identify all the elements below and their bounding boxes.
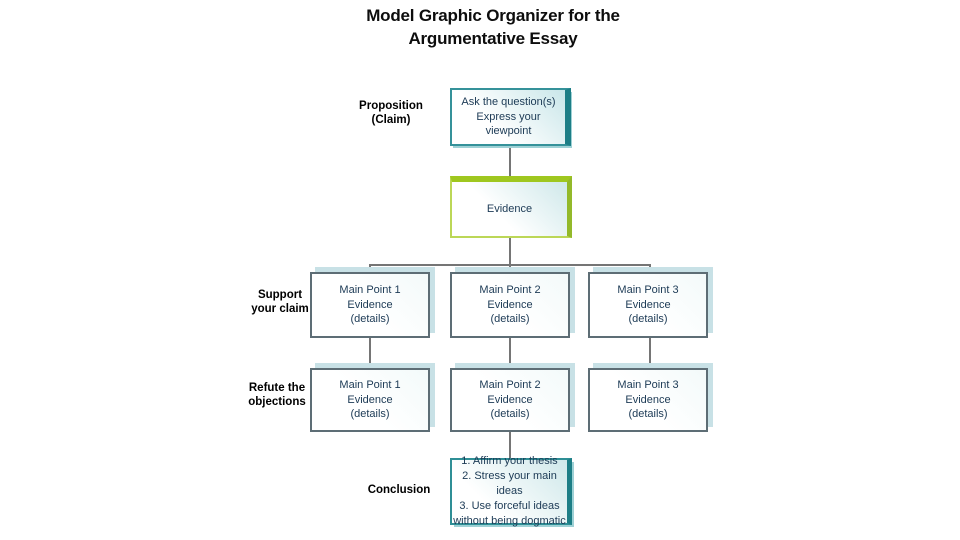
title-line-1: Model Graphic Organizer for the [366, 6, 620, 25]
box-conclusion-line-3: 3. Use forceful ideas [459, 500, 560, 512]
label-support-line-1: Support [257, 289, 303, 301]
box-support3-line-3: (details) [628, 313, 668, 326]
label-proposition-line-2: (Claim) [371, 114, 411, 126]
box-refute-main-point-3: Main Point 3 Evidence (details) [588, 368, 708, 432]
box-refute3-line-2: Evidence [625, 393, 671, 406]
box-support3-line-2: Evidence [625, 298, 671, 311]
box-refute2-line-3: (details) [490, 408, 530, 421]
box-refute1-line-2: Evidence [347, 393, 393, 406]
box-conclusion-line-2: 2. Stress your main ideas [462, 470, 557, 497]
title-line-2: Argumentative Essay [408, 29, 578, 48]
box-refute3-line-1: Main Point 3 [617, 379, 679, 392]
diagram-title: Model Graphic Organizer for the Argument… [333, 4, 653, 50]
box-proposition-line-1: Ask the question(s) [461, 96, 556, 109]
box-proposition-line-3: viewpoint [485, 125, 532, 138]
connector-support2-to-refute2 [509, 338, 511, 368]
box-support2-line-3: (details) [490, 313, 530, 326]
box-conclusion-line-1: 1. Affirm your thesis [461, 455, 558, 467]
box-refute1-line-3: (details) [350, 408, 390, 421]
connector-support1-to-refute1 [369, 338, 371, 368]
box-support-main-point-3: Main Point 3 Evidence (details) [588, 272, 708, 338]
label-proposition-claim: Proposition (Claim) [341, 99, 441, 127]
connector-branch-stub-left [369, 264, 371, 272]
box-refute-main-point-1: Main Point 1 Evidence (details) [310, 368, 430, 432]
box-proposition: Ask the question(s) Express your viewpoi… [450, 88, 571, 146]
connector-refute2-to-conclusion [509, 432, 511, 458]
box-refute-main-point-2: Main Point 2 Evidence (details) [450, 368, 570, 432]
box-support2-line-2: Evidence [487, 298, 533, 311]
box-refute1-line-1: Main Point 1 [339, 379, 401, 392]
connector-branch-horizontal [369, 264, 651, 266]
label-refute-the-objections: Refute the objections [227, 381, 327, 409]
box-refute2-line-1: Main Point 2 [479, 379, 541, 392]
connector-evidence-to-branch [509, 238, 511, 272]
box-refute2-line-2: Evidence [487, 393, 533, 406]
connector-support3-to-refute3 [649, 338, 651, 368]
box-conclusion: 1. Affirm your thesis 2. Stress your mai… [450, 455, 572, 527]
label-support-your-claim: Support your claim [230, 288, 330, 316]
label-refute-line-1: Refute the [248, 382, 306, 394]
label-proposition-line-1: Proposition [359, 100, 423, 112]
box-support-main-point-2: Main Point 2 Evidence (details) [450, 272, 570, 338]
box-support1-line-2: Evidence [347, 298, 393, 311]
box-refute3-line-3: (details) [628, 408, 668, 421]
box-proposition-line-2: Express your [476, 110, 541, 123]
box-support1-line-3: (details) [350, 313, 390, 326]
label-conclusion-line-1: Conclusion [367, 484, 431, 496]
box-support3-line-1: Main Point 3 [617, 284, 679, 297]
connector-proposition-to-evidence [509, 146, 511, 176]
box-support2-line-1: Main Point 2 [479, 284, 541, 297]
box-support1-line-1: Main Point 1 [339, 284, 401, 297]
box-evidence-label: Evidence [486, 202, 533, 215]
label-support-line-2: your claim [251, 303, 309, 315]
box-evidence: Evidence [450, 176, 572, 238]
connector-branch-stub-right [649, 264, 651, 272]
box-support-main-point-1: Main Point 1 Evidence (details) [310, 272, 430, 338]
label-refute-line-2: objections [248, 396, 306, 408]
box-conclusion-line-4: without being dogmatic [453, 515, 566, 527]
label-conclusion: Conclusion [349, 483, 449, 497]
